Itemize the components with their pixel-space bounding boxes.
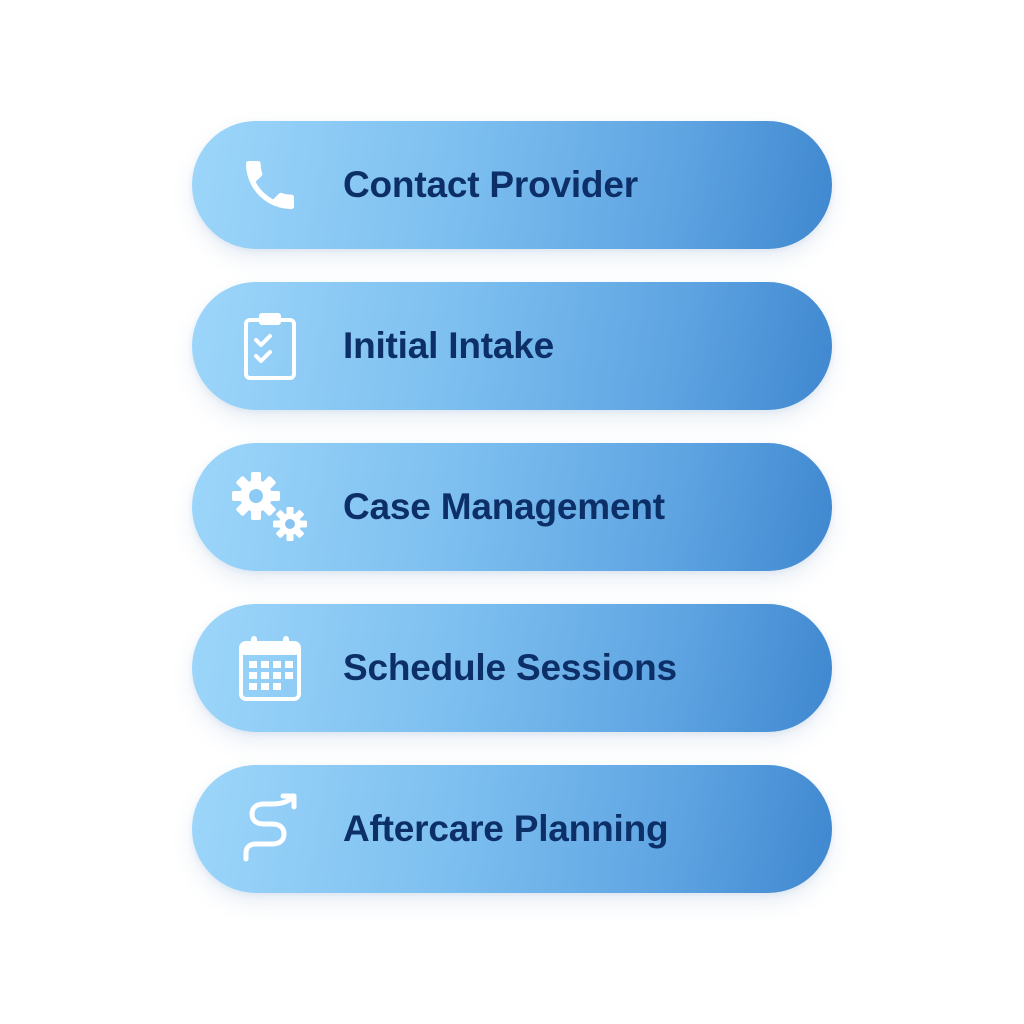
- winding-path-arrow-icon: [230, 792, 310, 866]
- phone-icon: [230, 148, 310, 222]
- step-list: Contact Provider Initial Intake: [192, 121, 832, 893]
- gears-icon: [230, 470, 310, 544]
- step-initial-intake[interactable]: Initial Intake: [192, 282, 832, 410]
- step-label: Schedule Sessions: [343, 647, 677, 688]
- step-case-management[interactable]: Case Management: [192, 443, 832, 571]
- clipboard-checklist-icon: [230, 309, 310, 383]
- step-label: Initial Intake: [343, 325, 555, 366]
- step-label: Contact Provider: [343, 164, 638, 205]
- step-contact-provider[interactable]: Contact Provider: [192, 121, 832, 249]
- step-aftercare-planning[interactable]: Aftercare Planning: [192, 765, 832, 893]
- step-label: Case Management: [343, 486, 665, 527]
- step-label: Aftercare Planning: [343, 808, 669, 849]
- calendar-icon: [230, 631, 310, 705]
- step-schedule-sessions[interactable]: Schedule Sessions: [192, 604, 832, 732]
